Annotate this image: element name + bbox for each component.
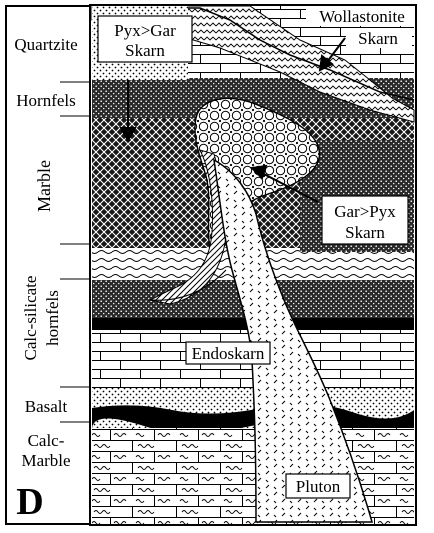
label-basalt: Basalt <box>25 397 68 416</box>
label-calc: Calc- <box>28 431 65 450</box>
callout-endoskarn: Endoskarn <box>186 342 270 364</box>
label-quartzite: Quartzite <box>14 35 77 54</box>
callout-gar-pyx: Gar>Pyx Skarn <box>322 196 408 244</box>
panel-letter: D <box>16 481 43 523</box>
label-marble: Marble <box>34 160 54 212</box>
callout-pyx-gar-line2: Skarn <box>125 41 165 60</box>
callout-wollastonite-line1: Wollastonite <box>319 7 405 26</box>
label-hornfels-2: hornfels <box>43 290 62 346</box>
callout-pyx-gar: Pyx>Gar Skarn <box>98 16 192 62</box>
label-calc-silicate: Calc-silicate <box>21 276 40 361</box>
label-marble-2: Marble <box>21 451 70 470</box>
label-hornfels: Hornfels <box>16 91 75 110</box>
callout-endoskarn-text: Endoskarn <box>192 344 265 363</box>
callout-wollastonite-line2: Skarn <box>358 29 398 48</box>
callout-gar-pyx-line2: Skarn <box>345 223 385 242</box>
callout-pyx-gar-line1: Pyx>Gar <box>114 21 176 40</box>
callout-gar-pyx-line1: Gar>Pyx <box>334 202 396 221</box>
callout-pluton-text: Pluton <box>296 477 341 496</box>
callout-pluton: Pluton <box>286 474 350 498</box>
